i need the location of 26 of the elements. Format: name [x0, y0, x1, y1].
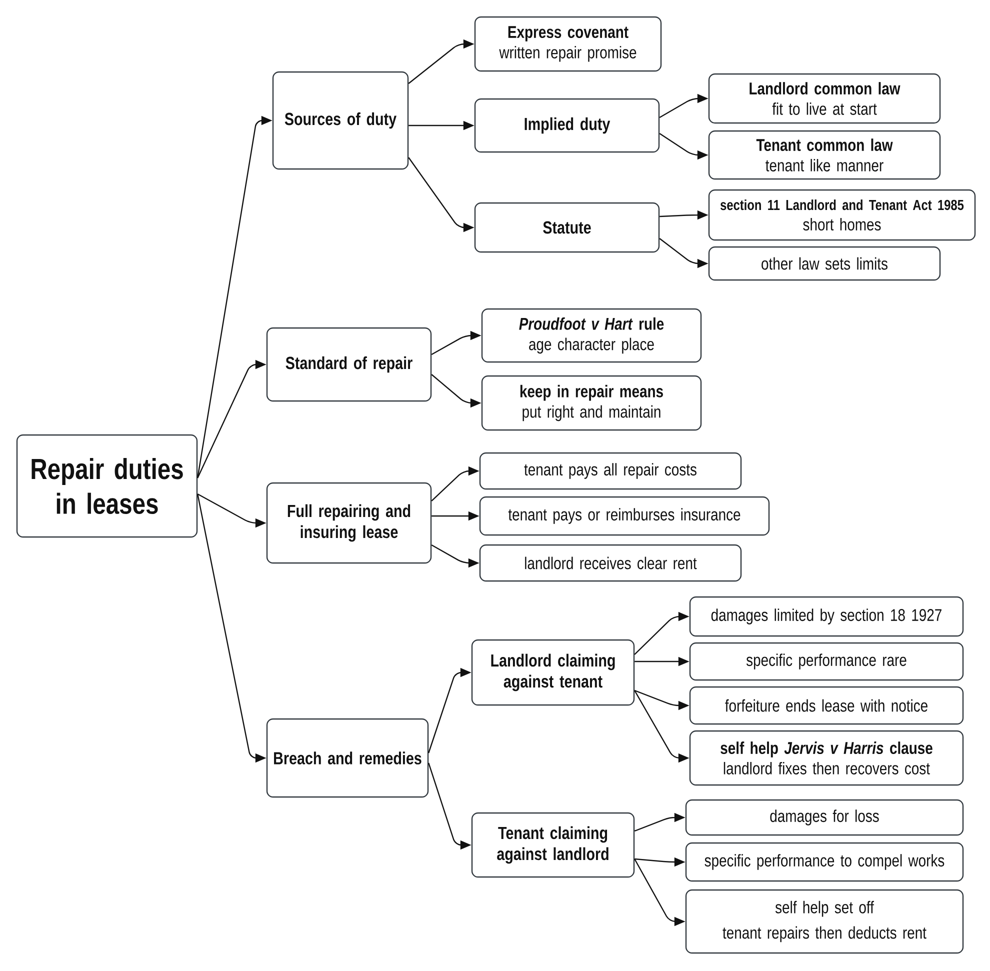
- sub-branch-box: Landlord claiming against tenant: [471, 639, 635, 706]
- detail-box: damages limited by section 18 1927: [689, 596, 964, 637]
- branch-box: Full repairing and insuring lease: [266, 482, 432, 564]
- sub-branch-box: Statute: [474, 202, 660, 253]
- detail-box: Tenant common law tenant like manner: [708, 130, 941, 180]
- detail-box: self help Jervis v Harris clause landlord fixes then recovers cost: [689, 730, 964, 786]
- detail-box: damages for loss: [685, 799, 964, 836]
- detail-box: forfeiture ends lease with notice: [689, 686, 964, 725]
- detail-box: tenant pays or reimburses insurance: [479, 496, 770, 536]
- detail-box: tenant pays all repair costs: [479, 452, 742, 490]
- detail-box: specific performance to compel works: [685, 842, 964, 882]
- detail-box: specific performance rare: [689, 642, 964, 681]
- sub-branch-box: Implied duty: [474, 98, 660, 153]
- detail-box: self help set off tenant repairs then deducts rent: [685, 889, 964, 954]
- detail-box: section 11 Landlord and Tenant Act 1985 short homes: [708, 189, 976, 241]
- sub-branch-box: Tenant claiming against landlord: [471, 812, 635, 878]
- branch-box: Sources of duty: [272, 71, 409, 170]
- detail-box: keep in repair means put right and maintain: [481, 375, 702, 431]
- detail-box: other law sets limits: [708, 246, 941, 281]
- branch-box: Breach and remedies: [266, 718, 429, 798]
- detail-box: Express covenant written repair promise: [474, 16, 662, 72]
- detail-box: Proudfoot v Hart rule age character place: [481, 308, 702, 363]
- detail-box: landlord receives clear rent: [479, 544, 742, 582]
- branch-box: Standard of repair: [266, 327, 432, 402]
- detail-box: Landlord common law fit to live at start: [708, 73, 941, 124]
- topic-box: Repair duties in leases: [16, 434, 198, 538]
